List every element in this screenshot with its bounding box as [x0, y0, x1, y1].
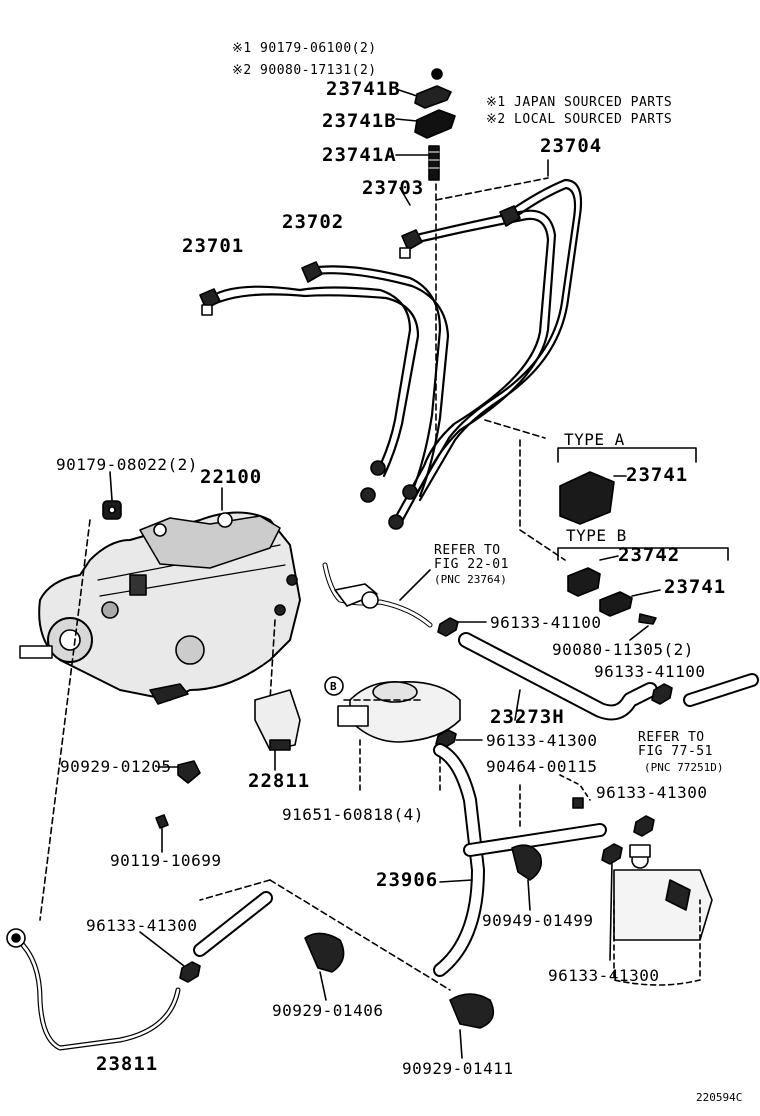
- hose-23906-icon: [433, 743, 607, 977]
- part-label-23742: 23742: [618, 544, 681, 566]
- hose-short-icon: [193, 891, 273, 957]
- callout-b-label: B: [330, 680, 337, 693]
- refer-22-01-line2: FIG 22-01: [434, 557, 509, 572]
- bolt-icon: [428, 145, 440, 181]
- part-label-23701: 23701: [182, 235, 245, 257]
- type-b-label: TYPE B: [566, 526, 627, 545]
- fuel-filter-bowl-icon: [613, 844, 713, 986]
- nozzle-fitting-1-icon: [199, 288, 221, 316]
- part-label-23741b-upper: 23741B: [326, 78, 401, 100]
- figure-code: 220594C: [696, 1091, 743, 1104]
- part-label-90080-11305: 90080-11305(2): [552, 640, 694, 659]
- part-label-90179-06100: ※1 90179-06100(2): [232, 41, 377, 56]
- part-label-90929-01205: 90929-01205: [60, 757, 172, 776]
- part-label-23811: 23811: [96, 1053, 159, 1075]
- part-label-23703: 23703: [362, 177, 425, 199]
- part-label-91651-60818: 91651-60818(4): [282, 805, 424, 824]
- clamp-upper-icon: [414, 85, 452, 109]
- clamp-41300-d-icon: [179, 961, 201, 983]
- part-label-23741b-lower: 23741B: [322, 110, 397, 132]
- refer-77-51-line1: REFER TO: [638, 730, 705, 745]
- part-label-96133-41300-c: 96133-41300: [548, 966, 660, 985]
- pipe-23811-icon: [6, 928, 181, 1051]
- clamp-00115-icon: [572, 797, 584, 809]
- clamp-41300-b-icon: [633, 815, 655, 837]
- part-label-90929-01411: 90929-01411: [402, 1059, 514, 1078]
- type-b-clamp-upper-icon: [567, 567, 601, 597]
- part-label-90080-17131: ※2 90080-17131(2): [232, 63, 377, 78]
- type-b-clamp-lower-icon: [599, 591, 633, 617]
- nut-icon: [431, 68, 443, 80]
- fuel-filter-head-icon: [337, 681, 461, 791]
- part-label-90119-10699: 90119-10699: [110, 851, 222, 870]
- refer-22-01-line1: REFER TO: [434, 543, 501, 558]
- part-label-96133-41300-a: 96133-41300: [486, 731, 598, 750]
- clamp-lower-icon: [414, 109, 456, 139]
- type-a-label: TYPE A: [564, 430, 625, 449]
- clamp-01411-icon: [449, 993, 495, 1029]
- part-label-96133-41100-a: 96133-41100: [490, 613, 602, 632]
- bolt-10699-icon: [155, 814, 169, 829]
- part-label-23741a: 23741A: [322, 144, 397, 166]
- refer-77-51-line3: (PNC 77251D): [644, 761, 724, 774]
- part-label-23704: 23704: [540, 135, 603, 157]
- injection-pipes: [204, 178, 583, 527]
- part-label-96133-41300-b: 96133-41300: [596, 783, 708, 802]
- clamp-01406-icon: [304, 932, 345, 973]
- hose-23273h-icon: [458, 632, 658, 721]
- grommet-icon: [102, 500, 122, 520]
- clamp-01499-icon: [511, 844, 543, 881]
- legend-japan-sourced: ※1 JAPAN SOURCED PARTS: [486, 95, 673, 110]
- refer-22-01-line3: (PNC 23764): [434, 573, 507, 586]
- bracket-22811-icon: [254, 689, 301, 751]
- part-label-90464-00115: 90464-00115: [486, 757, 598, 776]
- part-label-90949-01499: 90949-01499: [482, 911, 594, 930]
- clamp-41100-a-icon: [437, 617, 459, 637]
- part-label-23273h: 23273H: [490, 706, 565, 728]
- legend-local-sourced: ※2 LOCAL SOURCED PARTS: [486, 112, 673, 127]
- clamp-01205-icon: [177, 760, 201, 784]
- part-label-22100: 22100: [200, 466, 263, 488]
- type-a-clamp-icon: [559, 467, 615, 525]
- clamp-41300-c-icon: [601, 843, 623, 865]
- part-label-90929-01406: 90929-01406: [272, 1001, 384, 1020]
- part-label-90179-08022: 90179-08022(2): [56, 455, 198, 474]
- part-label-23741-type-a: 23741: [626, 464, 689, 486]
- injection-pump-icon: [19, 511, 301, 705]
- return-pipe-icon: [322, 562, 433, 628]
- part-label-23702: 23702: [282, 211, 345, 233]
- nozzle-fitting-2-icon: [301, 261, 323, 283]
- pump-end-fittings-icon: [360, 460, 418, 530]
- part-label-23741-type-b: 23741: [664, 576, 727, 598]
- refer-pipe-icon: [683, 673, 759, 707]
- part-label-23906: 23906: [376, 869, 439, 891]
- refer-77-51-line2: FIG 77-51: [638, 744, 713, 759]
- clamp-41100-b-icon: [651, 683, 673, 705]
- nozzle-fitting-3-icon: [399, 229, 423, 259]
- part-label-96133-41300-d: 96133-41300: [86, 916, 198, 935]
- part-label-22811: 22811: [248, 770, 311, 792]
- nozzle-fitting-4-icon: [499, 205, 521, 227]
- small-bolt-icon: [638, 613, 657, 625]
- part-label-96133-41100-b: 96133-41100: [594, 662, 706, 681]
